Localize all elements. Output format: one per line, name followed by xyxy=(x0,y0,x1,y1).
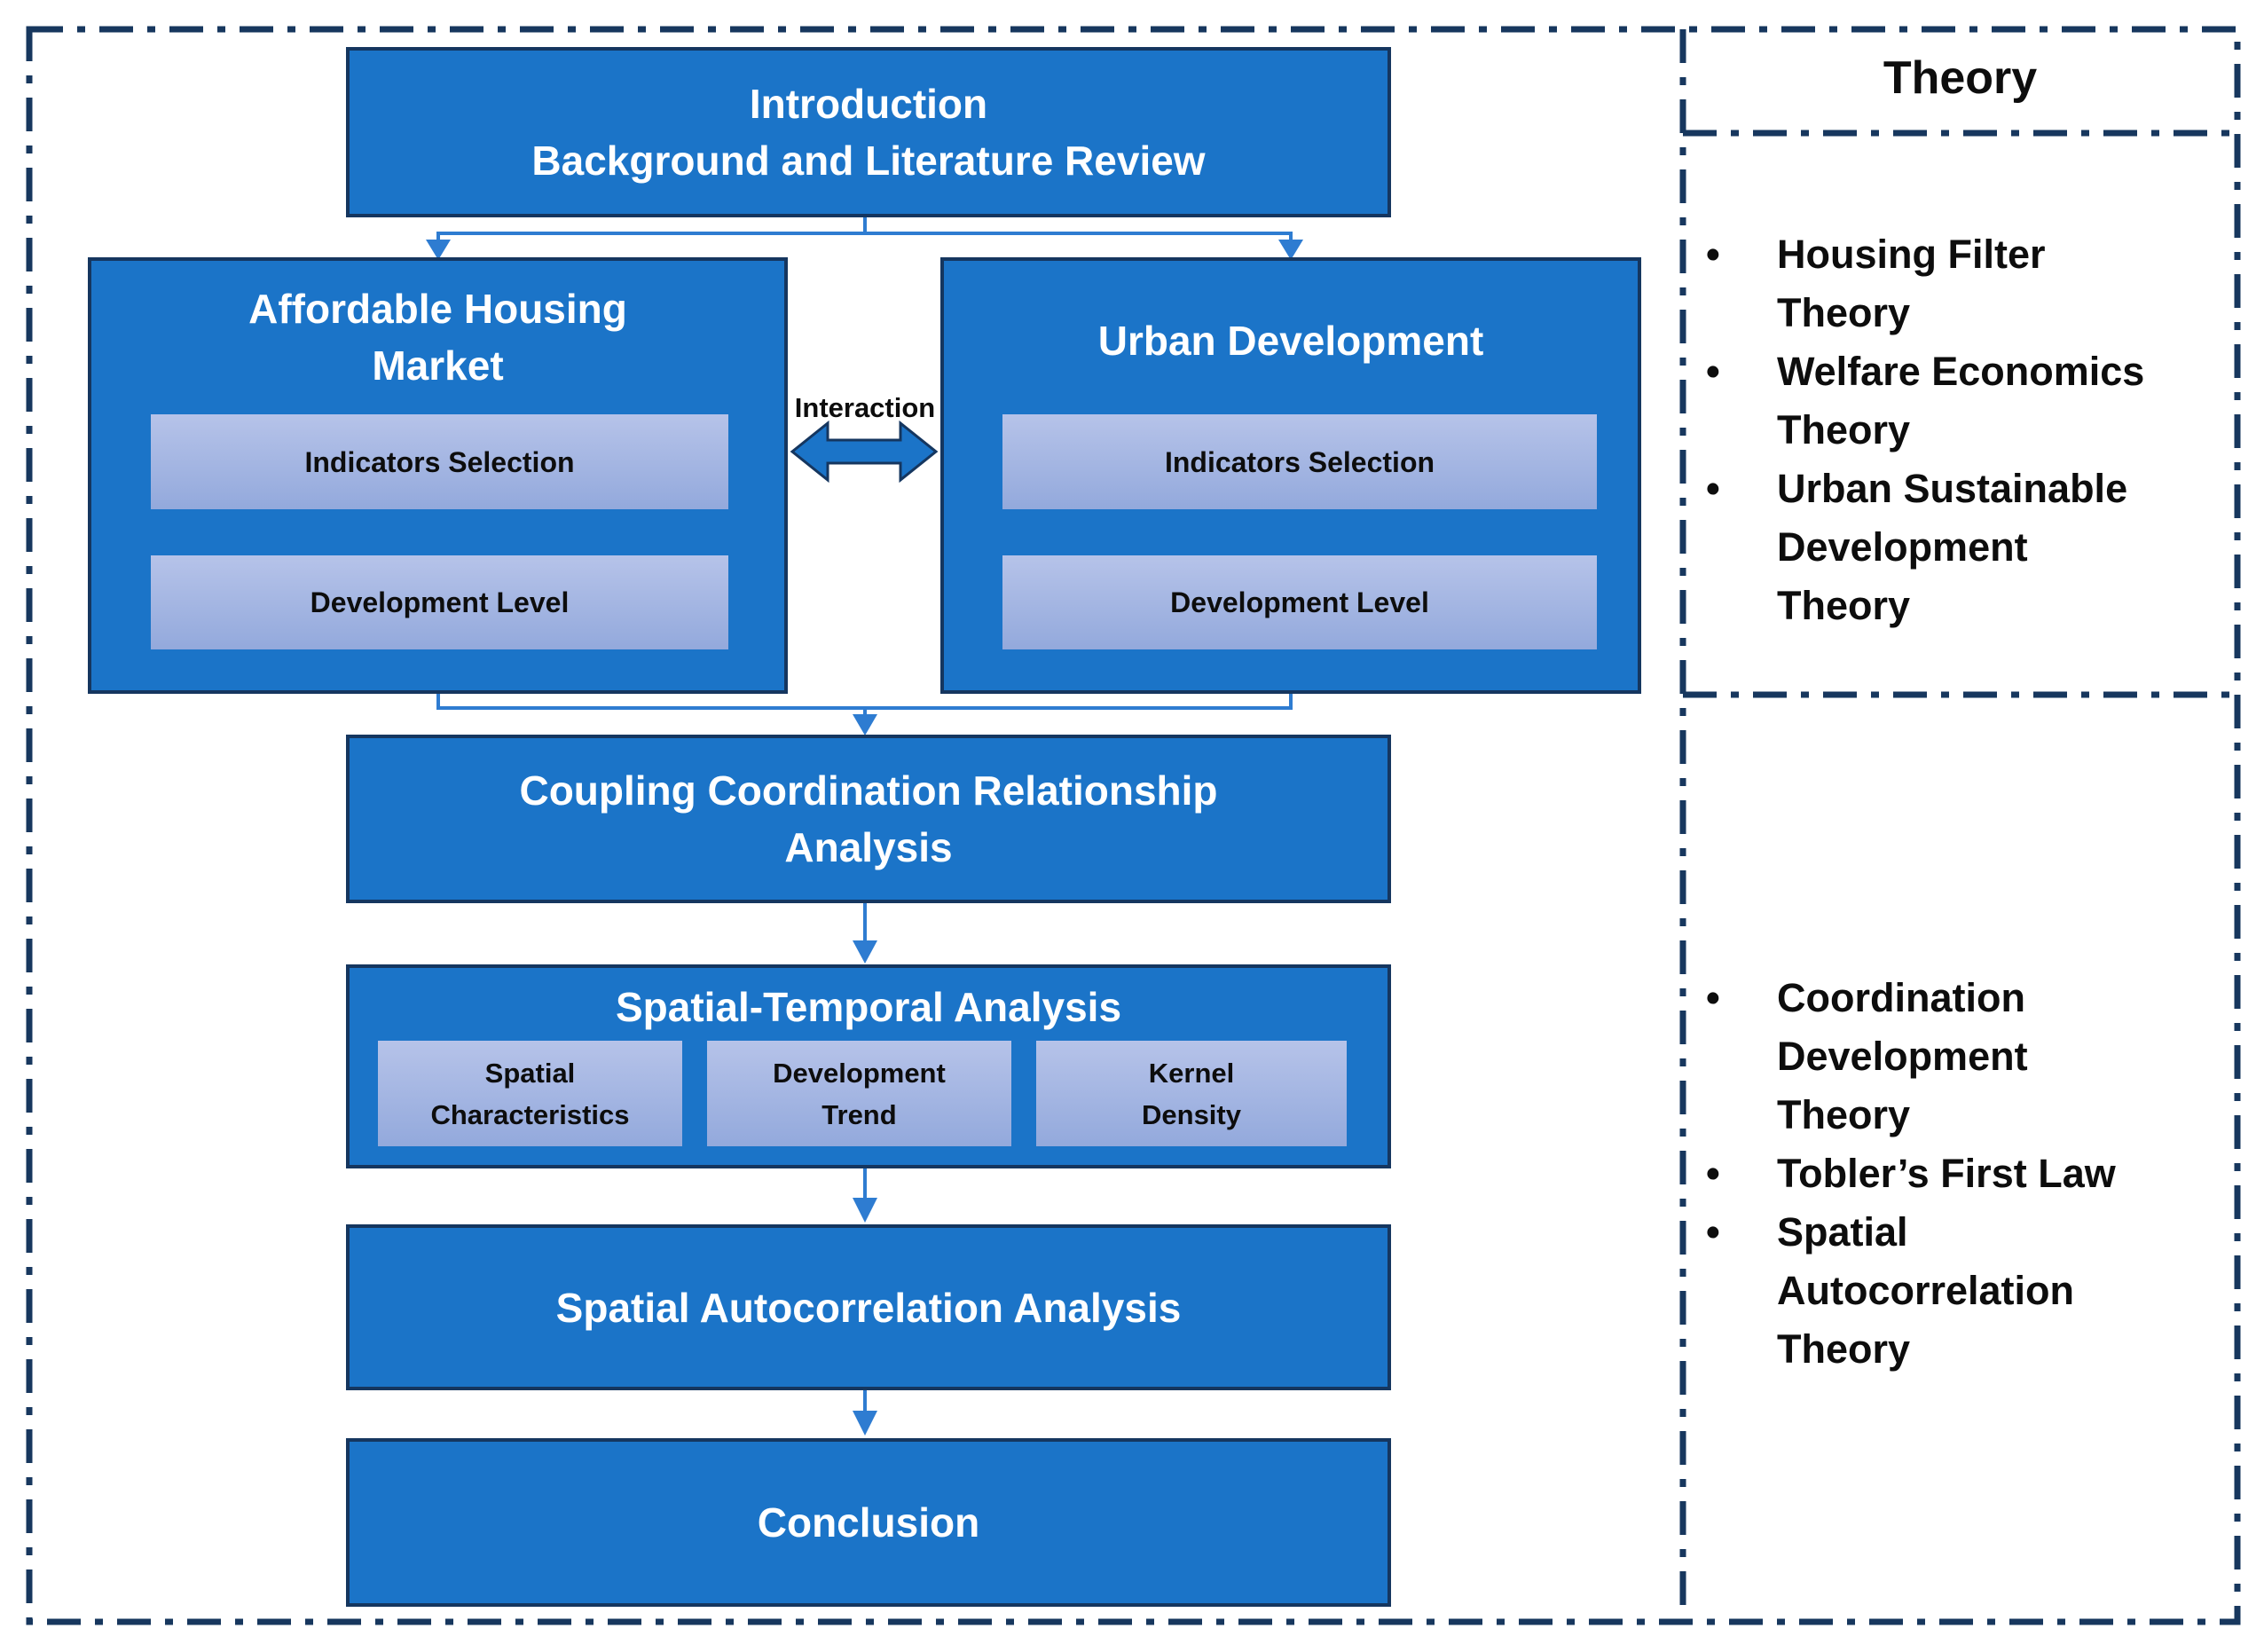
kernel-density-subbox: Kernel Density xyxy=(1036,1041,1347,1146)
outer-dashed-border xyxy=(26,26,2241,1625)
merge-connector xyxy=(436,694,1293,716)
theory-item-spatial-autocorrelation: Spatial Autocorrelation Theory xyxy=(1690,1203,2236,1379)
arrowhead-to-autocorr xyxy=(853,1198,877,1223)
urban-indicators-subbox: Indicators Selection xyxy=(1002,414,1597,509)
affordable-development-subbox: Development Level xyxy=(151,555,728,649)
spatial-autocorrelation-box: Spatial Autocorrelation Analysis xyxy=(346,1224,1391,1390)
affordable-housing-box: Affordable Housing Market Indicators Sel… xyxy=(88,257,788,694)
urban-development-box: Urban Development Indicators Selection D… xyxy=(940,257,1641,694)
conclusion-title: Conclusion xyxy=(757,1499,980,1546)
urban-development-title: Urban Development xyxy=(1097,318,1484,364)
affordable-housing-title: Affordable Housing Market xyxy=(248,286,627,389)
theory-item-toblers-first-law: Tobler’s First Law xyxy=(1690,1145,2236,1203)
arrowhead-to-st xyxy=(853,940,877,964)
coupling-coordination-title: Coupling Coordination Relationship Analy… xyxy=(519,767,1218,870)
intro-box: Introduction Background and Literature R… xyxy=(346,47,1391,217)
theory-list-group1: Housing Filter Theory Welfare Economics … xyxy=(1690,225,2236,635)
arrowhead-to-conclusion xyxy=(853,1411,877,1436)
spatial-characteristics-subbox: Spatial Characteristics xyxy=(378,1041,682,1146)
theory-item-welfare-economics: Welfare Economics Theory xyxy=(1690,342,2236,460)
arrowhead-to-urban xyxy=(1278,240,1303,260)
theory-item-coordination-development: Coordination Development Theory xyxy=(1690,969,2236,1145)
intro-box-title: Introduction Background and Literature R… xyxy=(531,81,1206,184)
urban-development-level-subbox: Development Level xyxy=(1002,555,1597,649)
spatial-temporal-box: Spatial-Temporal Analysis Spatial Charac… xyxy=(346,964,1391,1168)
spatial-autocorrelation-title: Spatial Autocorrelation Analysis xyxy=(555,1284,1182,1331)
spatial-temporal-title: Spatial-Temporal Analysis xyxy=(615,984,1122,1030)
coupling-coordination-box: Coupling Coordination Relationship Analy… xyxy=(346,735,1391,903)
development-trend-subbox: Development Trend xyxy=(707,1041,1011,1146)
interaction-label: Interaction xyxy=(794,392,936,423)
affordable-indicators-subbox: Indicators Selection xyxy=(151,414,728,509)
arrowhead-to-affordable xyxy=(426,240,451,260)
theory-item-urban-sustainable: Urban Sustainable Development Theory xyxy=(1690,460,2236,635)
theory-item-housing-filter: Housing Filter Theory xyxy=(1690,225,2236,342)
intro-split-connector xyxy=(436,217,1293,241)
arrowhead-to-coupling xyxy=(853,714,877,736)
theory-panel-title: Theory xyxy=(1883,52,2038,104)
theory-list-group2: Coordination Development Theory Tobler’s… xyxy=(1690,969,2236,1379)
interaction-double-arrow xyxy=(790,420,939,484)
conclusion-box: Conclusion xyxy=(346,1438,1391,1607)
